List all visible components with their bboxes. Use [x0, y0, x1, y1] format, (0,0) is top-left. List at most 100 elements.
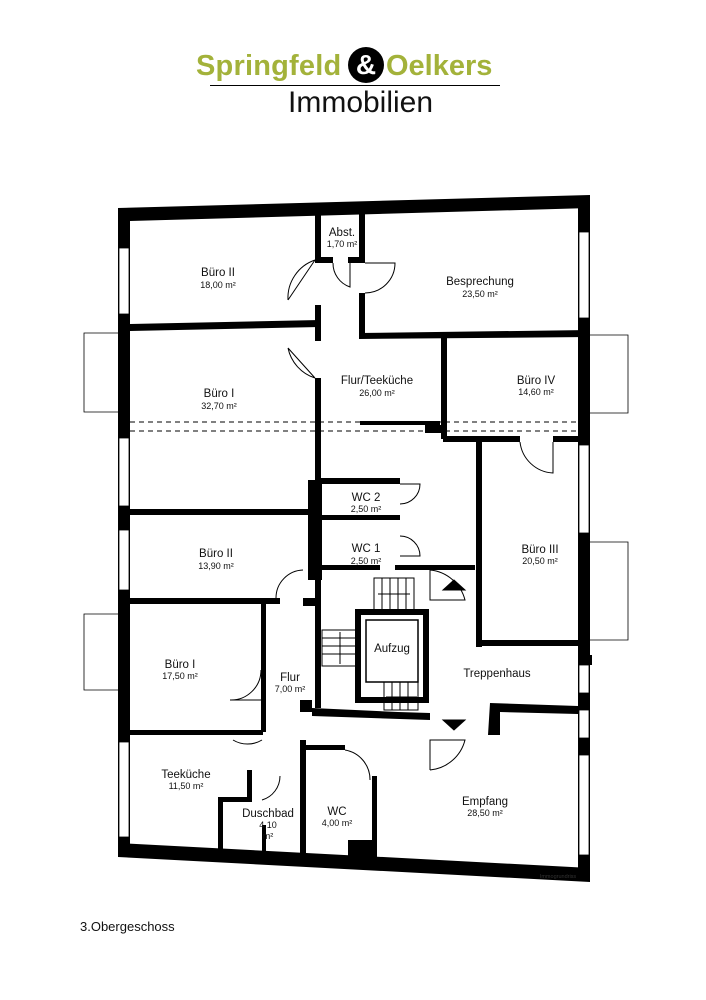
- wall: [360, 421, 440, 425]
- wall: [218, 797, 223, 852]
- wall: [359, 213, 365, 263]
- wall: [130, 730, 263, 735]
- room-name: WC 1: [352, 543, 381, 555]
- wall: [130, 320, 320, 331]
- wall: [300, 700, 312, 712]
- wall: [247, 770, 252, 802]
- wall: [476, 442, 482, 647]
- wall: [320, 478, 400, 484]
- room-name: Flur/Teeküche: [341, 375, 413, 387]
- wall: [425, 425, 445, 433]
- room-area: 7,00 m²: [275, 684, 306, 694]
- company-logo: Springfeld & Oelkers Immobilien: [0, 0, 706, 130]
- window: [578, 709, 590, 739]
- room-name: WC 2: [352, 492, 381, 504]
- stair-flight: [383, 681, 419, 711]
- room-area: 4,00 m²: [322, 818, 353, 828]
- wall: [315, 305, 321, 341]
- wall: [553, 436, 578, 442]
- door-swing: [332, 262, 351, 288]
- room-name: Besprechung: [446, 276, 514, 288]
- stair-flight: [373, 577, 415, 611]
- stair-flight: [321, 629, 359, 667]
- room-name: Teeküche: [161, 769, 210, 781]
- logo-subtitle: Immobilien: [288, 86, 434, 119]
- door-swing: [364, 262, 396, 294]
- room-area: 18,00 m²: [200, 280, 236, 290]
- room-area: 2,50 m²: [351, 556, 382, 566]
- door-swing: [344, 749, 371, 781]
- room-name: Büro II: [199, 548, 233, 560]
- room-area: 11,50 m²: [169, 781, 204, 791]
- stair-up-arrow: [441, 579, 467, 591]
- wall-right: [578, 196, 590, 880]
- door-swing: [287, 259, 316, 301]
- wall: [372, 776, 377, 866]
- bay-window: [83, 332, 118, 413]
- room-name: Büro II: [201, 267, 235, 279]
- wall: [488, 703, 578, 735]
- room-area: 26,00 m²: [359, 388, 395, 398]
- room-area: 14,60 m²: [518, 387, 554, 397]
- room-area: 1,70 m²: [327, 239, 358, 249]
- wall: [312, 708, 430, 720]
- beam-dashed-lines: [130, 421, 578, 432]
- stair-down-arrow: [441, 719, 467, 731]
- bay-window: [590, 334, 629, 414]
- room-name: Aufzug: [374, 643, 410, 655]
- wall: [348, 840, 373, 860]
- door-swing: [261, 775, 281, 801]
- wall: [300, 745, 345, 750]
- room-area: 2,50 m²: [351, 504, 382, 514]
- door-swing: [429, 739, 466, 771]
- room-labels: Abst. 1,70 m² Büro II 18,00 m² Besprechu…: [161, 227, 558, 841]
- room-name: Büro I: [165, 659, 196, 671]
- room-area: 4,10: [259, 820, 277, 830]
- room-name: Abst.: [329, 227, 355, 239]
- window: [578, 444, 590, 534]
- window: [578, 231, 590, 319]
- window: [118, 247, 130, 315]
- room-name: WC: [327, 806, 346, 818]
- wall-top: [118, 195, 590, 221]
- wall: [580, 655, 592, 665]
- wall: [359, 293, 365, 338]
- door-swing: [275, 569, 304, 599]
- window: [118, 437, 130, 507]
- wall: [320, 515, 400, 520]
- wall: [348, 257, 365, 263]
- bay-window: [83, 613, 118, 691]
- stairs: [321, 577, 467, 731]
- wall: [130, 598, 280, 604]
- wall: [476, 640, 578, 646]
- door-swing: [229, 669, 262, 701]
- wall: [315, 213, 321, 260]
- logo-divider: [210, 85, 500, 86]
- room-area: 23,50 m²: [462, 289, 498, 299]
- door-swings: [229, 259, 554, 801]
- floor-label: 3.Obergeschoss: [80, 919, 175, 934]
- room-area: 13,90 m²: [198, 561, 234, 571]
- wall-bottom: [118, 843, 590, 882]
- room-name: Büro I: [204, 388, 235, 400]
- wall: [395, 565, 475, 570]
- window: [118, 741, 130, 838]
- door-swing: [519, 441, 554, 474]
- wall: [443, 436, 520, 442]
- room-name: Duschbad: [242, 808, 294, 820]
- door-swing: [232, 739, 263, 745]
- logo-ampersand: &: [348, 47, 384, 83]
- wall: [320, 565, 380, 570]
- room-area: 17,50 m²: [162, 671, 198, 681]
- room-name: Büro III: [521, 544, 558, 556]
- walls: [118, 195, 592, 882]
- door-swing: [399, 483, 421, 505]
- wall: [315, 257, 333, 263]
- door-swing: [399, 535, 421, 557]
- bay-window: [590, 541, 629, 641]
- windows: [83, 231, 629, 856]
- room-name: Flur: [280, 672, 300, 684]
- wall: [359, 330, 590, 339]
- room-area: 20,50 m²: [522, 556, 558, 566]
